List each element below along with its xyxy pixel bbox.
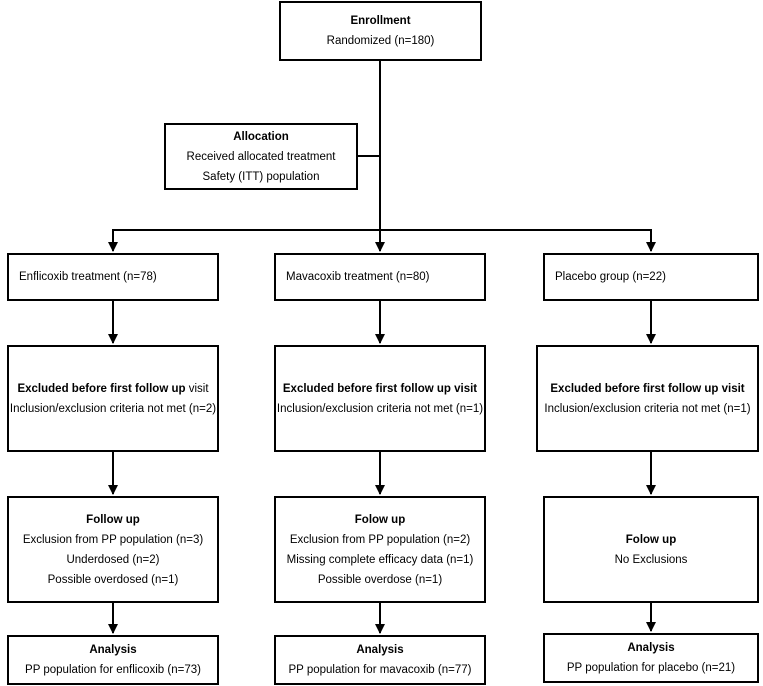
enflicoxib-analysis-title: Analysis: [89, 644, 137, 656]
enrollment-box: Enrollment Randomized (n=180): [279, 1, 482, 61]
enflicoxib-followup-box: Follow up Exclusion from PP population (…: [7, 496, 219, 603]
allocation-received: Received allocated treatment: [186, 150, 336, 163]
mavacoxib-treatment-box: Mavacoxib treatment (n=80): [274, 253, 486, 301]
enrollment-title: Enrollment: [350, 15, 411, 27]
enflicoxib-excluded-title: Excluded before first follow up visit: [17, 379, 208, 399]
enflicoxib-excluded-title-bold: Excluded before first follow up: [17, 382, 186, 395]
enflicoxib-followup-exclusion: Exclusion from PP population (n=3): [22, 533, 204, 546]
mavacoxib-excluded-title-bold: Excluded before first follow up visit: [282, 382, 478, 395]
allocation-box: Allocation Received allocated treatment …: [164, 123, 358, 190]
enflicoxib-treatment-box: Enflicoxib treatment (n=78): [7, 253, 219, 301]
mavacoxib-followup-missing-data: Missing complete efficacy data (n=1): [286, 553, 474, 566]
mavacoxib-analysis-box: Analysis PP population for mavacoxib (n=…: [274, 635, 486, 685]
mavacoxib-excluded-criteria: Inclusion/exclusion criteria not met (n=…: [276, 402, 484, 415]
enflicoxib-followup-underdosed: Underdosed (n=2): [66, 553, 160, 566]
enflicoxib-followup-title: Follow up: [86, 513, 140, 526]
placebo-excluded-title: Excluded before first follow up visit: [550, 379, 744, 399]
placebo-excluded-box: Excluded before first follow up visit In…: [536, 345, 759, 452]
placebo-group-label: Placebo group (n=22): [555, 271, 666, 283]
placebo-followup-box: Folow up No Exclusions: [543, 496, 759, 603]
mavacoxib-analysis-title: Analysis: [356, 644, 404, 656]
placebo-excluded-criteria: Inclusion/exclusion criteria not met (n=…: [544, 402, 751, 415]
mavacoxib-analysis-pp: PP population for mavacoxib (n=77): [288, 664, 472, 676]
enflicoxib-treatment-label: Enflicoxib treatment (n=78): [19, 271, 157, 283]
enflicoxib-analysis-pp: PP population for enflicoxib (n=73): [25, 664, 201, 676]
placebo-analysis-pp: PP population for placebo (n=21): [566, 662, 736, 674]
placebo-followup-title: Folow up: [625, 533, 677, 546]
mavacoxib-followup-title: Folow up: [354, 513, 406, 526]
placebo-analysis-box: Analysis PP population for placebo (n=21…: [543, 633, 759, 683]
placebo-excluded-title-bold: Excluded before first follow up visit: [550, 382, 745, 395]
mavacoxib-followup-box: Folow up Exclusion from PP population (n…: [274, 496, 486, 603]
mavacoxib-treatment-label: Mavacoxib treatment (n=80): [286, 271, 430, 283]
enrollment-randomized: Randomized (n=180): [326, 35, 435, 47]
enflicoxib-excluded-box: Excluded before first follow up visit In…: [7, 345, 219, 452]
mavacoxib-followup-overdose: Possible overdose (n=1): [317, 573, 443, 586]
placebo-analysis-title: Analysis: [627, 642, 675, 654]
mavacoxib-excluded-box: Excluded before first follow up visit In…: [274, 345, 486, 452]
enflicoxib-excluded-title-normal: visit: [185, 382, 209, 395]
placebo-group-box: Placebo group (n=22): [543, 253, 759, 301]
allocation-safety: Safety (ITT) population: [202, 170, 320, 183]
placebo-followup-no-exclusions: No Exclusions: [614, 553, 688, 566]
enflicoxib-followup-overdosed: Possible overdosed (n=1): [47, 573, 179, 586]
enflicoxib-analysis-box: Analysis PP population for enflicoxib (n…: [7, 635, 219, 685]
mavacoxib-excluded-title: Excluded before first follow up visit: [283, 379, 477, 399]
enflicoxib-excluded-criteria: Inclusion/exclusion criteria not met (n=…: [9, 402, 217, 415]
mavacoxib-followup-exclusion: Exclusion from PP population (n=2): [289, 533, 471, 546]
allocation-title: Allocation: [233, 130, 289, 143]
